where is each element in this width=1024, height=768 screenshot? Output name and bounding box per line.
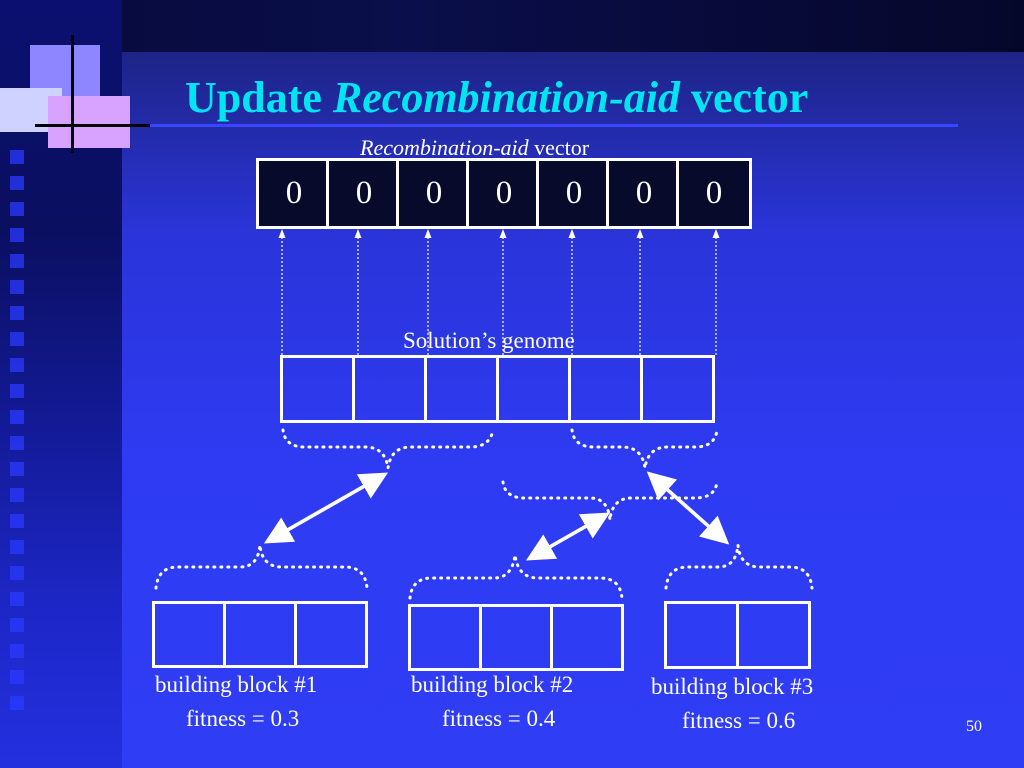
genome-brace-right bbox=[570, 428, 719, 469]
vector-cell: 0 bbox=[606, 158, 682, 229]
strip-square bbox=[10, 670, 24, 684]
title-suffix: vector bbox=[680, 73, 809, 122]
link-arrowhead bbox=[354, 229, 362, 238]
strip-square bbox=[10, 384, 24, 398]
link-arrowhead bbox=[424, 229, 432, 238]
strip-square bbox=[10, 306, 24, 320]
arrow-block2-back bbox=[531, 512, 611, 559]
link-arrowhead bbox=[712, 229, 720, 238]
title-prefix: Update bbox=[185, 73, 333, 122]
arrow-block1-back bbox=[269, 472, 389, 542]
title-underline bbox=[150, 124, 958, 127]
vector-label: Recombination-aid vector bbox=[360, 135, 589, 161]
arrow-block3-back bbox=[646, 471, 726, 542]
deco-crosshair-horizontal bbox=[35, 124, 150, 127]
vector-cell: 0 bbox=[466, 158, 542, 229]
strip-square bbox=[10, 176, 24, 190]
building-block-fitness: fitness = 0.4 bbox=[442, 706, 556, 731]
double-arrows bbox=[263, 471, 730, 561]
strip-square bbox=[10, 254, 24, 268]
building-block-fitness: fitness = 0.6 bbox=[682, 708, 796, 733]
link-arrowhead bbox=[568, 229, 576, 238]
middle-brace bbox=[501, 480, 719, 521]
strip-square bbox=[10, 514, 24, 528]
block-cell bbox=[294, 601, 368, 668]
title-emphasis: Recombination-aid bbox=[332, 73, 681, 122]
deco-crosshair-vertical bbox=[71, 35, 74, 153]
link-arrowheads bbox=[278, 229, 720, 238]
genome-brace-left bbox=[281, 428, 495, 469]
block3-brace bbox=[664, 544, 814, 590]
link-arrowhead bbox=[499, 229, 507, 238]
page-number: 50 bbox=[966, 718, 982, 735]
strip-square bbox=[10, 540, 24, 554]
strip-square bbox=[10, 332, 24, 346]
block-cell bbox=[550, 604, 624, 671]
building-block-name: building block #1 bbox=[155, 672, 318, 697]
strip-square bbox=[10, 358, 24, 372]
genome-to-vector-links bbox=[281, 236, 717, 355]
vector-cell: 0 bbox=[536, 158, 612, 229]
top-band bbox=[0, 0, 1024, 52]
vector-label-emphasis: Recombination-aid bbox=[360, 135, 529, 160]
building-block-name: building block #2 bbox=[411, 672, 574, 697]
strip-square bbox=[10, 462, 24, 476]
genome-cell bbox=[640, 355, 715, 423]
dotted-braces bbox=[154, 428, 814, 600]
strip-square bbox=[10, 228, 24, 242]
deco-square-pink bbox=[48, 96, 130, 148]
strip-square bbox=[10, 566, 24, 580]
strip-square bbox=[10, 410, 24, 424]
block-cell bbox=[736, 601, 811, 669]
strip-square bbox=[10, 280, 24, 294]
link-arrowhead bbox=[278, 229, 286, 238]
block1-brace bbox=[154, 544, 369, 590]
vector-cell: 0 bbox=[396, 158, 472, 229]
strip-square bbox=[10, 150, 24, 164]
strip-square bbox=[10, 436, 24, 450]
strip-square bbox=[10, 644, 24, 658]
strip-square bbox=[10, 592, 24, 606]
link-arrowhead bbox=[636, 229, 644, 238]
block2-brace bbox=[408, 554, 624, 600]
building-block-fitness: fitness = 0.3 bbox=[186, 706, 300, 731]
vector-cell: 0 bbox=[676, 158, 752, 229]
strip-square bbox=[10, 696, 24, 710]
strip-square bbox=[10, 618, 24, 632]
strip-square bbox=[10, 202, 24, 216]
genome-label: Solution’s genome bbox=[403, 328, 575, 353]
strip-square bbox=[10, 488, 24, 502]
slide-title: Update Recombination-aid vector bbox=[185, 72, 808, 128]
vector-label-suffix: vector bbox=[528, 135, 590, 160]
building-block-name: building block #3 bbox=[651, 674, 814, 699]
